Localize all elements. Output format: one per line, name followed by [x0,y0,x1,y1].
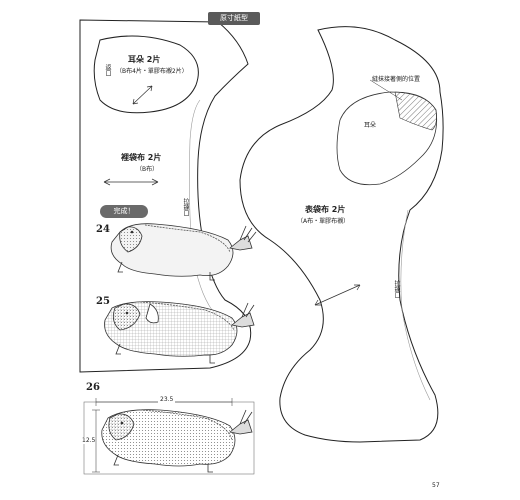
example-25-illustration [104,301,255,364]
page-title: 原寸紙型 [208,12,260,25]
lining-pattern-subtitle: （B布） [136,166,159,173]
outer-seam-line [400,209,431,401]
ear-placement-outline [336,91,438,186]
lining-seam-line [189,99,213,311]
ear-position-note: 縫抹接著側的位置 [372,76,421,83]
dimension-width-label: 23.5 [158,396,176,403]
outer-pattern-title: 表袋布 2片 [305,205,346,214]
outer-grain-arrow [314,284,361,306]
example-25-number: 25 [96,296,110,307]
outer-pattern-outline [239,26,444,443]
example-24-illustration [110,223,257,281]
ear-grain-arrow [132,85,153,105]
page-number: 57 [432,482,440,489]
outer-pattern-subtitle: （A布・單膠布襯） [297,218,350,225]
ear-pattern-title: 耳朵 2片 [128,55,161,64]
lining-zipper-label: 拉鍊口 [182,198,189,216]
lining-pattern-title: 裡袋布 2片 [121,153,162,162]
example-26-number: 26 [86,382,100,393]
dimension-height-label: 12.5 [82,437,96,444]
example-24-number: 24 [96,224,110,235]
outer-ear-label: 耳朵 [364,122,377,129]
example-26-illustration [101,409,253,473]
ear-hatched-area [394,91,437,131]
ear-pattern-outline [93,35,199,114]
ear-pattern-subtitle: （B布4片・單膠布襯2片） [116,68,188,75]
lining-pattern-outline [79,19,252,373]
lining-grain-arrow [103,178,159,186]
dimension-height-line [92,409,100,473]
done-badge: 完成！ [100,205,148,218]
outer-zipper-label: 拉鍊口 [393,280,400,298]
ear-opening-label: 返口 [104,64,111,76]
